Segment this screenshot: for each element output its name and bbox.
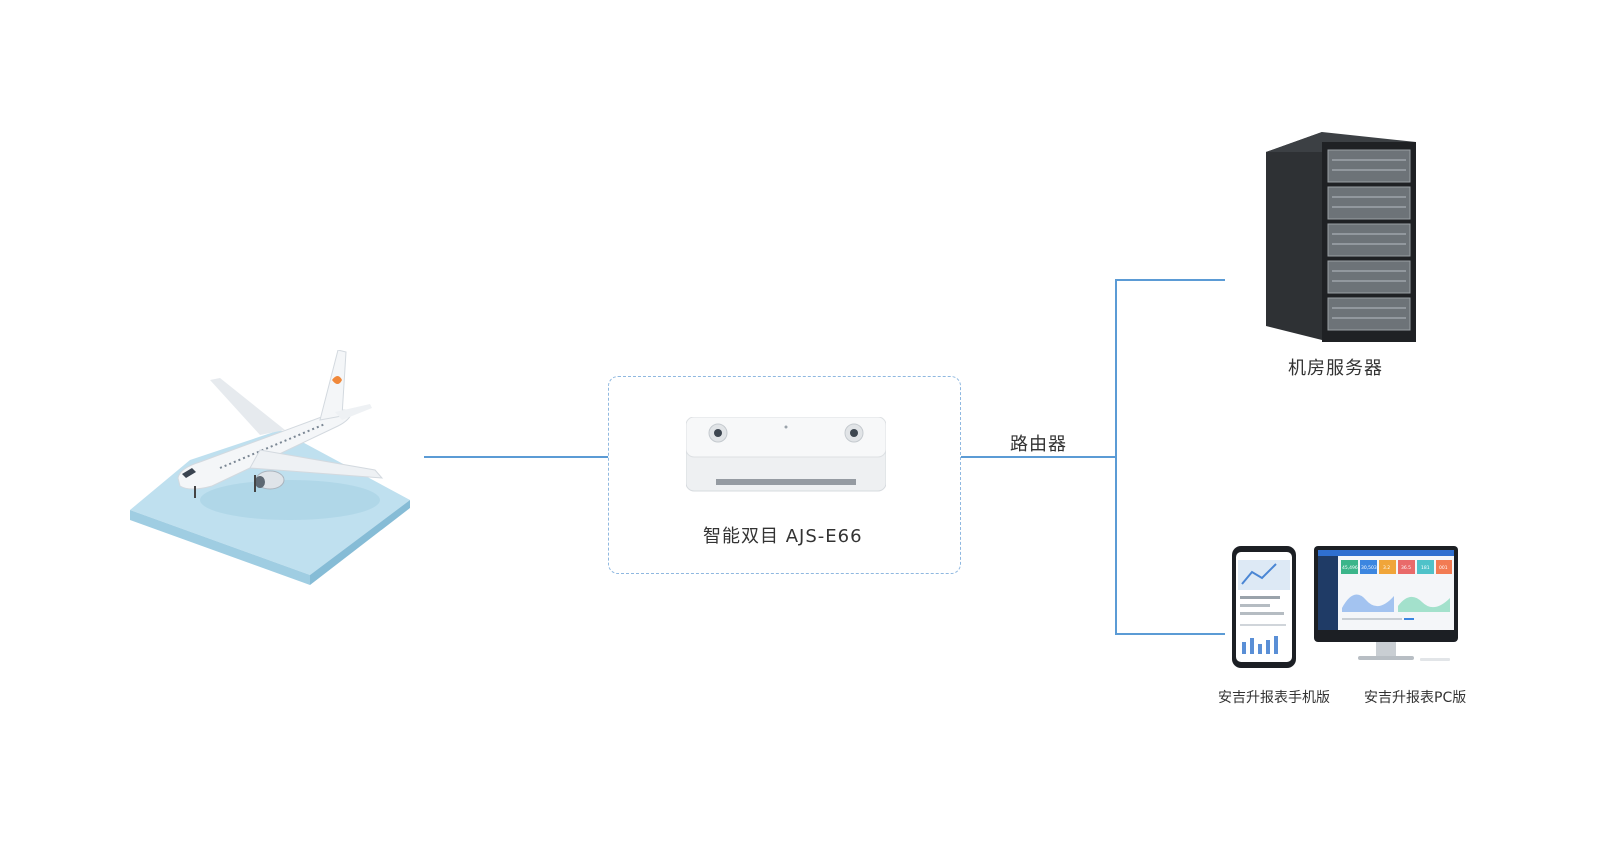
dash-tile-3-value: 3.2 bbox=[1383, 565, 1390, 571]
device-label: 智能双目 AJS-E66 bbox=[703, 526, 863, 547]
dash-area-chart-1 bbox=[1342, 594, 1394, 612]
airplane-near-wing bbox=[249, 449, 384, 479]
dash-tile-1 bbox=[1341, 560, 1358, 574]
connector-trunk bbox=[1115, 279, 1117, 634]
router-label: 路由器 bbox=[1010, 434, 1067, 455]
airplane-illustration bbox=[130, 350, 410, 585]
dash-tile-1-value: 45,496 bbox=[1342, 565, 1358, 571]
pc-monitor-icon: 45,496 30,503 3.2 36.5 181 001 bbox=[1314, 546, 1458, 661]
indicator-led bbox=[784, 425, 788, 429]
dash-tile-5 bbox=[1417, 560, 1434, 574]
monitor-stand bbox=[1376, 642, 1396, 656]
binocular-camera-device bbox=[686, 417, 886, 492]
airplane-engine-intake bbox=[255, 476, 265, 488]
connector-airplane-device bbox=[424, 456, 608, 458]
device-vent bbox=[716, 479, 856, 485]
pc-client-label: 安吉升报表PC版 bbox=[1364, 690, 1467, 706]
rack-unit-3 bbox=[1327, 223, 1411, 257]
rack-unit-2 bbox=[1327, 186, 1411, 220]
dash-area-chart-2 bbox=[1398, 596, 1450, 612]
connector-server-branch bbox=[1115, 279, 1225, 281]
rack-unit-4 bbox=[1327, 260, 1411, 294]
monitor-sidebar bbox=[1318, 556, 1338, 630]
phone-route bbox=[1241, 563, 1277, 585]
monitor-base bbox=[1358, 656, 1414, 660]
dash-tile-2-value: 30,503 bbox=[1361, 565, 1377, 571]
dash-tile-2 bbox=[1360, 560, 1377, 574]
connector-device-router bbox=[961, 456, 1115, 458]
airplane-tail bbox=[319, 350, 347, 421]
keyboard bbox=[1420, 658, 1450, 661]
device-box bbox=[608, 376, 961, 574]
rack-side bbox=[1266, 132, 1322, 340]
server-rack-icon bbox=[1266, 132, 1416, 342]
camera-lens-right-core bbox=[850, 429, 858, 437]
server-label: 机房服务器 bbox=[1288, 358, 1383, 379]
rack-unit-5 bbox=[1327, 297, 1411, 331]
mobile-client-label: 安吉升报表手机版 bbox=[1218, 690, 1330, 706]
platform-edge bbox=[310, 500, 410, 585]
dash-tile-4-value: 36.5 bbox=[1401, 565, 1411, 571]
dash-tile-3 bbox=[1379, 560, 1396, 574]
airplane-shadow bbox=[200, 480, 380, 520]
device-body-top bbox=[686, 417, 886, 458]
rack-unit-1 bbox=[1327, 149, 1411, 183]
dash-tile-6-value: 001 bbox=[1439, 565, 1448, 571]
airplane-tail-logo bbox=[332, 376, 342, 384]
camera-lens-left-core bbox=[714, 429, 722, 437]
mobile-phone-icon bbox=[1232, 546, 1296, 668]
monitor-topbar bbox=[1318, 550, 1454, 556]
airplane-stabilizer bbox=[335, 404, 372, 420]
connector-clients-branch bbox=[1115, 633, 1225, 635]
platform-side bbox=[130, 510, 310, 585]
dash-tile-4 bbox=[1398, 560, 1415, 574]
phone-bars bbox=[1242, 636, 1278, 654]
airplane-windows bbox=[219, 423, 326, 469]
airplane-far-wing bbox=[210, 378, 285, 435]
dash-tile-6 bbox=[1436, 560, 1452, 574]
dash-tile-5-value: 181 bbox=[1421, 565, 1430, 571]
airplane-cockpit bbox=[182, 468, 196, 478]
